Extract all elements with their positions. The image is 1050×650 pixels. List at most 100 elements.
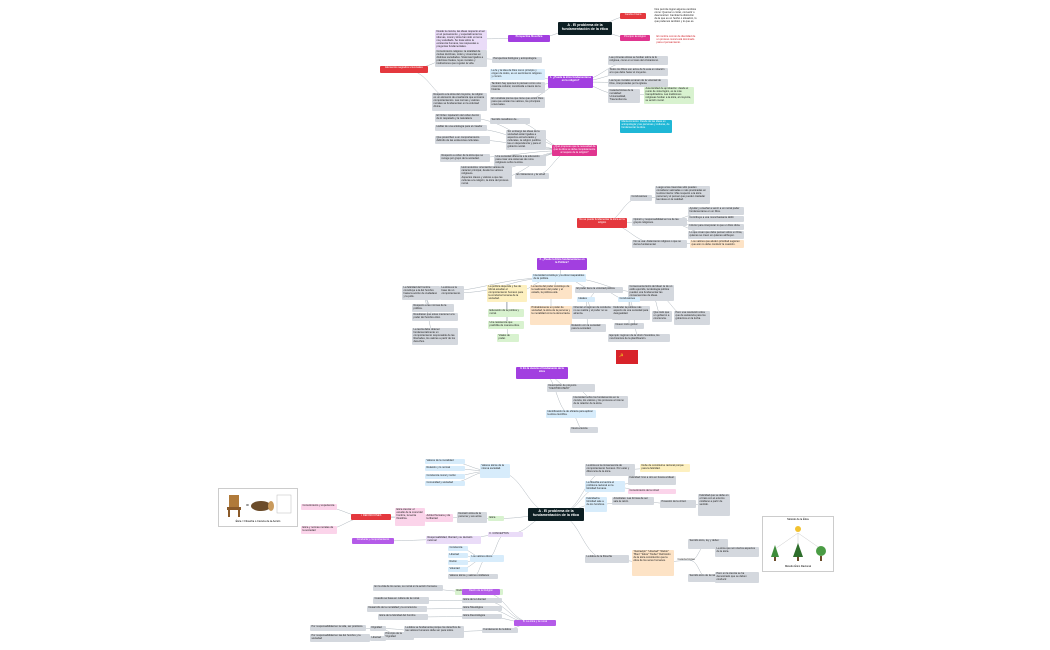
map-node[interactable]: Ejemplo: régimen de la Unión Soviética, … — [608, 334, 670, 342]
map-node[interactable]: Los valores que aluden prioridad sugiere… — [690, 240, 744, 248]
map-node[interactable]: B. La ética y la moral — [514, 620, 556, 626]
map-node[interactable]: "ilustración" "Libertad" "Razón" "Bien" … — [632, 550, 674, 576]
map-node[interactable]: ¿Qué propones que la necesidad de que la… — [552, 145, 597, 156]
map-node[interactable]: Principio de la Dignidad — [384, 632, 414, 640]
map-node[interactable]: Hablar de una antología para el creador — [435, 125, 487, 131]
map-node[interactable]: Contribuye a una moral bastante débil. — [688, 216, 744, 222]
map-node[interactable]: Perspectiva filosófica — [508, 35, 550, 42]
map-node[interactable]: Conciencia moral y razón — [425, 474, 465, 479]
map-node[interactable]: Ética Teleológica — [462, 606, 502, 611]
map-node[interactable]: Vitales de poder. — [497, 334, 519, 342]
map-node[interactable]: Responsabilidad, libertad y su decisión … — [426, 536, 481, 544]
map-node[interactable]: Sentido metafísico de... — [490, 118, 530, 124]
map-node[interactable]: 3. En la ciencia el fundamento de la éti… — [516, 367, 568, 379]
map-node[interactable]: Conocimiento de la virtud — [628, 489, 676, 494]
map-node[interactable]: La filosofía encuentra el problema racio… — [585, 481, 625, 492]
map-node[interactable]: Posesión de la virtud. — [660, 500, 696, 508]
map-node[interactable]: Pero en la ciencia se ha demostrado que … — [715, 572, 759, 583]
map-node[interactable]: La fe y la idea de Dios como principio y… — [490, 69, 545, 80]
map-node[interactable]: En la vida de los seres, su moral en la … — [373, 585, 443, 591]
map-node[interactable]: La Ética de la filosofía — [585, 555, 629, 563]
map-node[interactable]: I. DEFINICIONES — [351, 514, 391, 520]
map-node[interactable]: Educación de la política y moral. — [488, 309, 524, 317]
map-node[interactable]: Valores de la moralidad — [425, 459, 465, 464]
map-node[interactable]: Ética de la felicidad del hombre — [378, 614, 428, 620]
map-node[interactable]: A . El problema de la fundamentación de … — [558, 22, 612, 35]
map-node[interactable]: Voluntad — [448, 567, 468, 572]
map-node[interactable]: Sin embargo las ideas de la sociedad est… — [506, 130, 546, 150]
map-node[interactable]: Nuevo inicio global — [614, 323, 644, 329]
map-node[interactable]: La ética es la base de un comportamiento… — [440, 286, 464, 300]
map-node[interactable]: La felicidad del hombre constituye a la … — [402, 286, 440, 300]
map-node[interactable]: Elementos sagrados universales — [380, 66, 428, 73]
map-node[interactable]: Autenticidad de aprobación: desde el pun… — [644, 87, 694, 104]
map-node[interactable]: Por responsabilidad en las del hombre y … — [310, 634, 370, 642]
map-node[interactable]: El Orden: Apelación del orden dentro de … — [435, 114, 481, 122]
map-node[interactable]: Resultaran que estas mantener a la poder… — [412, 313, 458, 321]
map-node[interactable]: Felicidad que se debe en el trato con el… — [698, 494, 730, 516]
map-node[interactable]: Conocimiento religioso: la totalidad de … — [435, 50, 487, 67]
map-node[interactable]: Sentido ético, ley y deber. — [688, 539, 728, 549]
map-node[interactable]: Ética — [488, 516, 504, 521]
map-node[interactable]: Sentido ético de la naturaleza. — [688, 574, 728, 582]
map-node[interactable]: Defender la política más aspecto de una … — [612, 306, 650, 320]
map-node[interactable]: El poder tiene la voluntad política — [575, 287, 623, 293]
map-node[interactable]: Cambio Físico — [620, 13, 646, 19]
map-node[interactable]: El moralista piensa que tiene que existi… — [490, 97, 545, 108]
map-node[interactable]: Nos permite lograr algunos cambios como:… — [654, 8, 697, 23]
map-node[interactable]: Mantenimiento: Desde de las ideas en ant… — [620, 120, 672, 133]
map-node[interactable]: Decisión ética de la persona y sus actos — [457, 512, 487, 523]
map-node[interactable]: Libertad — [370, 636, 386, 641]
map-node[interactable]: Las leyes morales emanan de la voluntad … — [608, 79, 668, 87]
map-node[interactable]: Intensidad constituye y la ética insepar… — [532, 274, 586, 282]
map-node[interactable]: Todos los Ritos son actos de fé esta en … — [608, 68, 668, 76]
map-node[interactable]: Características de la moralidad: Univers… — [608, 89, 640, 103]
map-node[interactable]: Por responsabilidad en la vida, ser prác… — [310, 625, 366, 631]
map-node[interactable]: Razón — [448, 560, 468, 565]
map-node[interactable]: Respecto a las normas de la política. — [412, 304, 454, 312]
map-node[interactable]: También hay quienes lo piensan como una … — [490, 82, 545, 93]
map-node[interactable]: Que todo que un gobierno a conciencia. — [652, 311, 672, 322]
map-node[interactable]: La ética es la consecuencia de comportam… — [585, 464, 635, 476]
map-node[interactable]: Las primeras éticas se fundan sobre la f… — [608, 56, 668, 65]
map-node[interactable]: Libertad — [448, 553, 468, 558]
map-node[interactable]: Pero una resolución ética que de asisten… — [674, 311, 710, 325]
map-node[interactable]: Conocimiento y experiencia — [301, 504, 337, 510]
map-node[interactable]: Una sociedad diferente a la educación pa… — [494, 155, 546, 166]
map-node[interactable]: Ideales — [577, 297, 595, 302]
map-node[interactable]: Respecto a la ética del creyente, la rel… — [432, 93, 487, 111]
map-node[interactable]: Ayudar y enseñar a servir a un moral pod… — [688, 207, 744, 215]
map-node[interactable]: Inferior para interpretar lo que un Dios… — [688, 224, 744, 230]
map-node[interactable]: No se puede fundamentar la ética en la r… — [577, 218, 627, 228]
map-node[interactable]: Conclusiones — [630, 195, 652, 201]
map-node[interactable]: Debe de constituirse racional porque par… — [640, 464, 690, 472]
map-node[interactable]: Cuando se basa en cultura de la moral. — [373, 597, 429, 604]
map-node[interactable]: Razón de la Religión — [462, 589, 500, 595]
map-node[interactable]: Descripción de proyecto "CIENTIFICISMO" — [547, 384, 595, 392]
map-node[interactable]: La ética que son ciertos aspectos de la … — [715, 547, 759, 557]
map-node[interactable]: Hermenéutica: orientación valiosa de car… — [460, 166, 512, 177]
map-node[interactable]: Luego a las creencias sólo pueden consid… — [655, 186, 710, 204]
map-node[interactable]: Aspectos claves y valores a que las cult… — [460, 176, 512, 187]
map-node[interactable]: Características — [677, 558, 695, 561]
map-node[interactable]: 2. ¿Puede la Ética fundamentarse en la P… — [537, 258, 587, 270]
map-node[interactable]: Aristóteles: Las formas de ser sale la r… — [612, 497, 654, 505]
map-node[interactable]: Valores éticos de la misma sociedad. — [480, 464, 510, 478]
map-node[interactable]: Comunidad y sociedad — [425, 481, 465, 486]
map-node[interactable]: Felicidad: Uno a otro en busca al ideal. — [628, 476, 676, 485]
map-node[interactable]: La teoría debe obtener fundamentalmente … — [412, 328, 458, 345]
map-node[interactable]: 1. ¿Puede la ética fundamentarse en la r… — [548, 76, 593, 88]
map-node[interactable]: Que prescriben a un comportamiento defin… — [435, 136, 490, 144]
map-node[interactable]: Conclusiones — [618, 297, 640, 302]
map-node[interactable]: Los valores éticos — [470, 555, 504, 562]
map-node[interactable]: La política depende y fue de Moral estud… — [487, 285, 527, 302]
map-node[interactable]: Fundamento de la Ética — [482, 628, 518, 633]
map-node[interactable]: No se usa: Aislamiento religioso o que s… — [632, 240, 687, 248]
map-node[interactable]: Relación y lo normal — [425, 466, 465, 471]
map-node[interactable]: Conciencia — [448, 546, 468, 551]
map-node[interactable]: A . El problema de la fundamentación de … — [528, 508, 584, 521]
map-node[interactable]: Principio Ecológico — [620, 35, 650, 41]
map-node[interactable]: Probablemente un poder de sociedad, la é… — [530, 306, 572, 325]
map-node[interactable]: La teoría del poder constituye de la rea… — [530, 285, 572, 299]
